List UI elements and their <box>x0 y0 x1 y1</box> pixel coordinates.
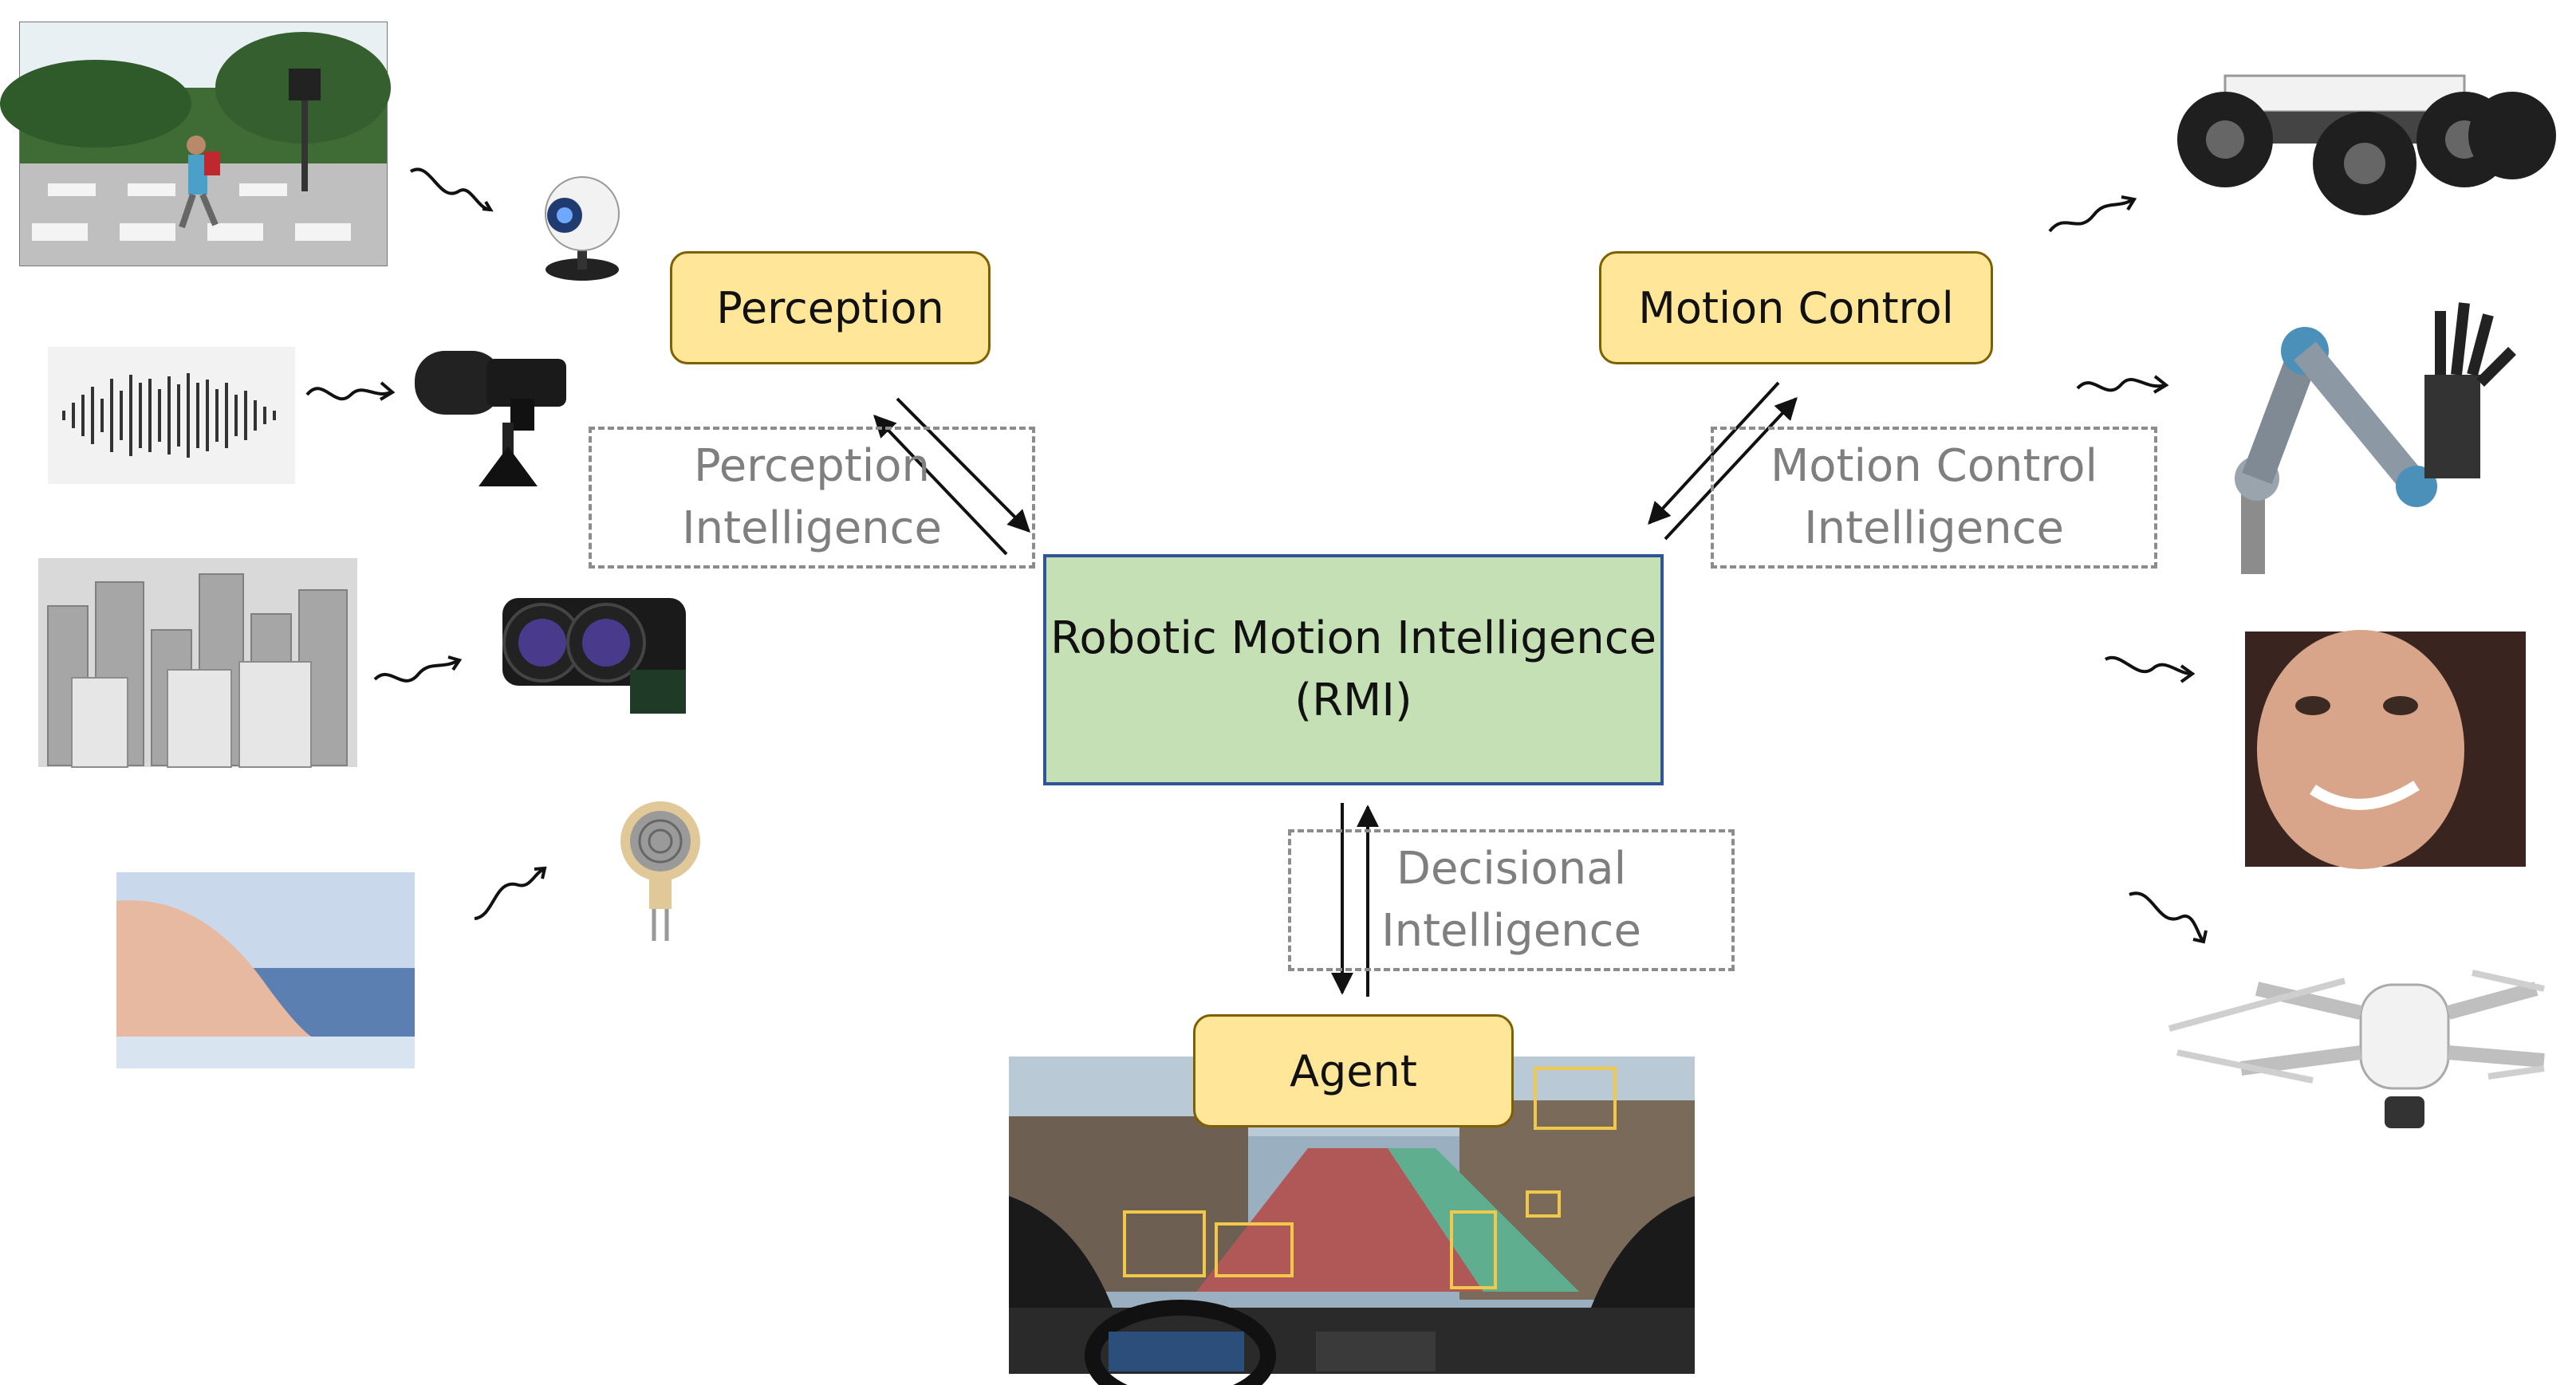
rmi-acronym: (RMI) <box>1294 675 1412 726</box>
drone-icon <box>2168 970 2545 1128</box>
rmi-title: Robotic Motion Intelligence <box>1050 612 1657 664</box>
motion-control-node-label: Motion Control <box>1638 282 1954 333</box>
decisional-intelligence-box: Decisional Intelligence <box>1288 829 1735 971</box>
wheeled-robot-icon <box>2177 74 2556 215</box>
rmi-to-motion-arrow <box>1664 396 1798 541</box>
perception-node-label: Perception <box>716 282 944 333</box>
motion-to-rmi-arrow <box>1648 381 1780 525</box>
robot-arm-icon <box>2235 302 2516 574</box>
agent-node: Agent <box>1193 1014 1514 1127</box>
perception-intelligence-box: Perception Intelligence <box>589 427 1035 569</box>
rmi-central-box: Robotic Motion Intelligence (RMI) <box>1043 554 1664 785</box>
city-3d-model <box>38 558 357 768</box>
flow-arrows <box>873 381 1798 997</box>
perception-node: Perception <box>670 251 991 364</box>
crosswalk-photo <box>0 22 391 266</box>
webcam-icon <box>545 176 620 281</box>
force-sensor-icon <box>620 801 700 941</box>
microphone-icon <box>415 351 566 486</box>
motion-intelligence-label-2: Intelligence <box>1804 502 2064 554</box>
perception-intelligence-label-2: Intelligence <box>682 502 942 554</box>
motion-intelligence-label-1: Motion Control <box>1770 440 2098 492</box>
stereo-camera-icon <box>502 598 686 714</box>
decisional-intelligence-label-1: Decisional <box>1396 843 1627 895</box>
perception-to-rmi-arrow <box>896 397 1030 533</box>
perception-intelligence-label-1: Perception <box>693 440 931 492</box>
finger-touch-photo <box>116 872 415 1068</box>
motion-control-intelligence-box: Motion Control Intelligence <box>1711 427 2157 569</box>
motion-control-node: Motion Control <box>1599 251 1993 364</box>
decisional-intelligence-label-2: Intelligence <box>1381 905 1641 957</box>
humanoid-face-photo <box>2245 630 2526 869</box>
audio-waveform <box>48 347 295 484</box>
rmi-to-perception-arrow <box>873 414 1008 556</box>
agent-node-label: Agent <box>1290 1045 1417 1096</box>
output-arrows <box>2048 195 2208 944</box>
input-arrows <box>305 167 547 920</box>
